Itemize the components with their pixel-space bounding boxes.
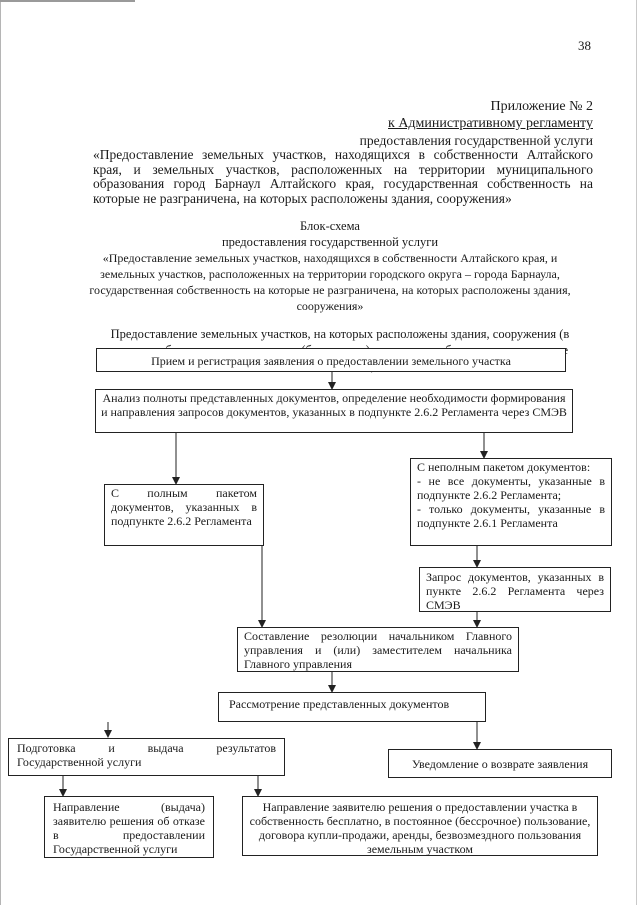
result-decision: Направление заявителю решения о предоста… <box>242 796 598 856</box>
step-analysis: Анализ полноты представленных документов… <box>95 389 573 433</box>
appendix-title: Приложение № 2 <box>490 99 594 114</box>
branch-incomplete-package: С неполным пакетом документов: - не все … <box>410 458 612 546</box>
step-prepare-results: Подготовка и выдача результатов Государс… <box>8 738 285 776</box>
appendix-service-name: «Предоставление земельных участков, нахо… <box>93 147 593 206</box>
appendix-service-line: предоставления государственной услуги <box>359 133 593 148</box>
scan-edge-top <box>0 0 135 2</box>
step-resolution: Составление резолюции начальником Главно… <box>237 627 519 672</box>
scheme-service-name: «Предоставление земельных участков, нахо… <box>89 251 571 313</box>
result-refusal: Направление (выдача) заявителю решения о… <box>44 796 214 858</box>
scan-edge-right <box>636 0 637 905</box>
page-number: 38 <box>578 38 591 53</box>
scheme-title: Блок-схема <box>300 219 360 233</box>
step-review-documents: Рассмотрение представленных документов <box>218 692 486 722</box>
step-request-documents: Запрос документов, указанных в пункте 2.… <box>419 567 611 612</box>
step-receive-register: Прием и регистрация заявления о предоста… <box>96 348 566 372</box>
appendix-regulation-line: к Административному регламенту <box>388 116 593 131</box>
step-return-notice: Уведомление о возврате заявления <box>388 749 612 778</box>
branch-full-package: С полным пакетом документов, указанных в… <box>104 484 264 546</box>
scheme-subtitle: предоставления государственной услуги <box>221 235 439 249</box>
scan-edge-left <box>0 0 1 905</box>
